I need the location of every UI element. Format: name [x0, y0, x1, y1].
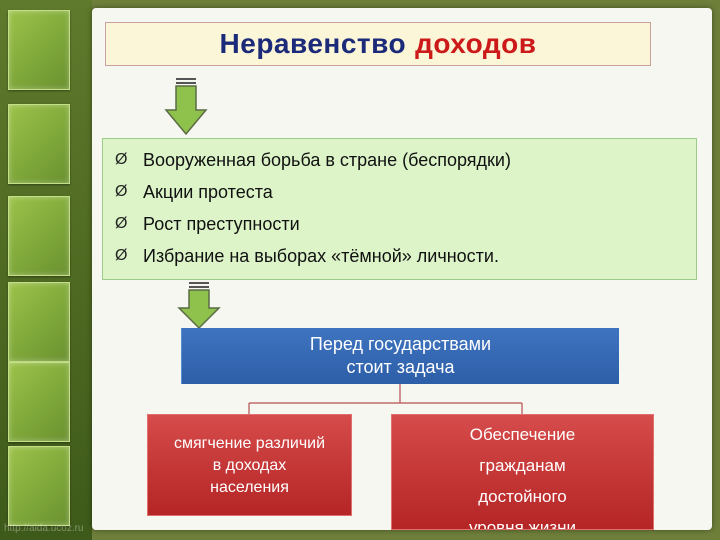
- slide-panel: Неравенство доходов Ø Вооруженная борьба…: [92, 8, 712, 530]
- decorative-tile: [8, 282, 70, 362]
- goal-right-line-3: достойного: [392, 481, 653, 512]
- goal-right-line-2: гражданам: [392, 450, 653, 481]
- goal-box-left: смягчение различий в доходах населения: [147, 414, 352, 516]
- decorative-tile-strip: http://aida.ucoz.ru: [0, 0, 92, 540]
- decorative-tile: [8, 446, 70, 526]
- goal-left-line-3: населения: [148, 477, 351, 499]
- decorative-tile: [8, 104, 70, 184]
- goal-box-right: Обеспечение гражданам достойного уровня …: [391, 414, 654, 530]
- goal-left-line-2: в доходах: [148, 455, 351, 477]
- goal-right-line-4: уровня жизни: [392, 512, 653, 530]
- watermark: http://aida.ucoz.ru: [4, 523, 84, 534]
- goal-right-line-1: Обеспечение: [392, 419, 653, 450]
- decorative-tile: [8, 362, 70, 442]
- decorative-tile: [8, 196, 70, 276]
- goal-left-line-1: смягчение различий: [148, 433, 351, 455]
- tree-connectors: [92, 8, 712, 428]
- decorative-tile: [8, 10, 70, 90]
